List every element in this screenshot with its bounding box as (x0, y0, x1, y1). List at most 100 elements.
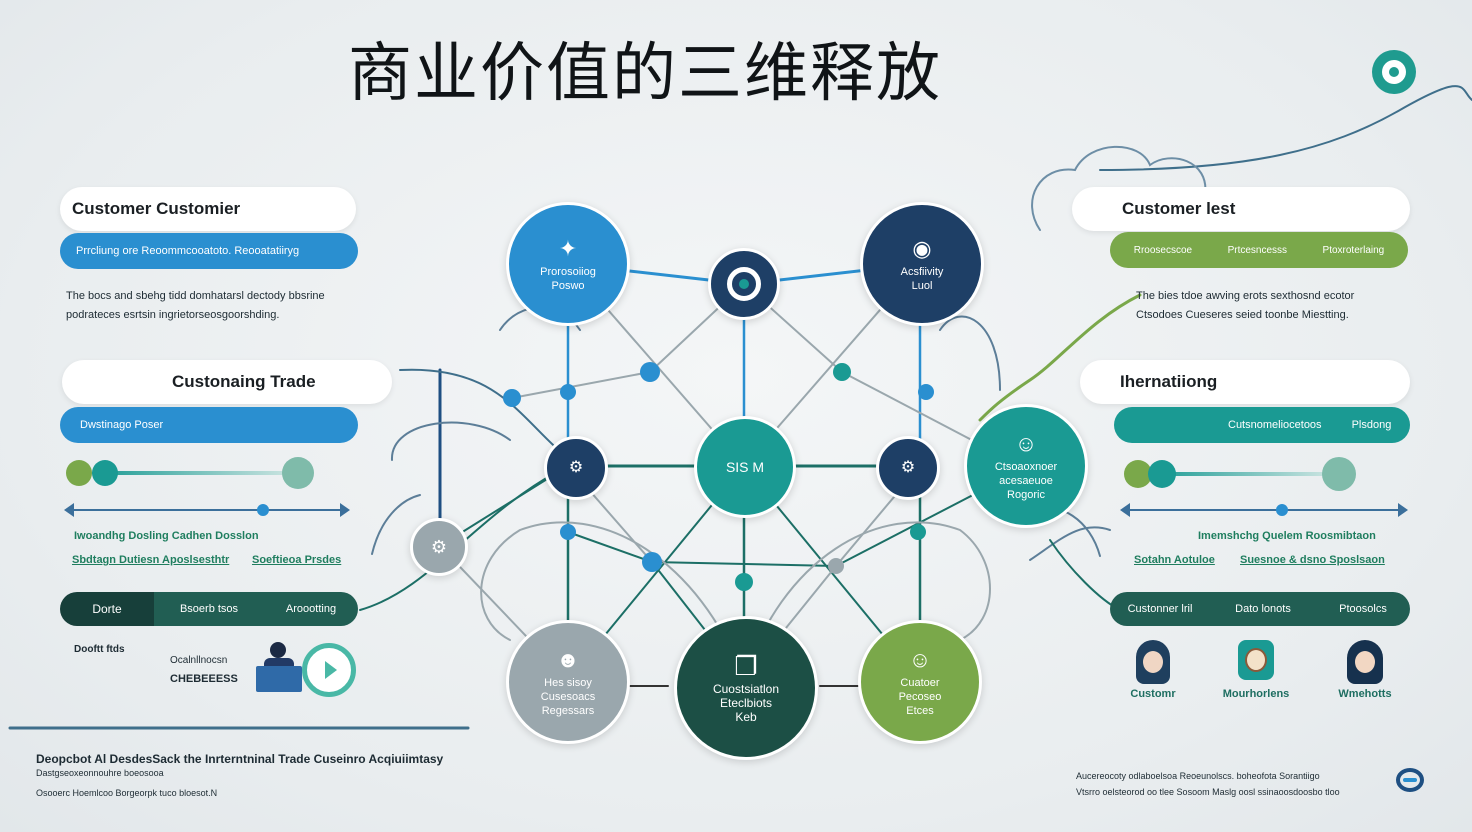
node-top-left[interactable]: ✦ Prorosoiiog Poswo (506, 202, 630, 326)
right-card-title-text: Customer lest (1122, 199, 1236, 218)
right-segment-3[interactable]: Ptoosolcs (1339, 603, 1387, 615)
footer-right-line-1: Aucereocoty odlaboelsoa Reoeunolscs. boh… (1076, 771, 1320, 781)
left-card-pill: Prrcliung ore Reoommcooatoto. Reooatatii… (60, 233, 358, 269)
right-card-title: Customer lest (1072, 187, 1410, 231)
right-card2-pill: Cutsnomeliocetoos Plsdong (1114, 407, 1410, 443)
person-icon: ☺ (1014, 430, 1038, 456)
avatar-customer[interactable]: Customr (1126, 640, 1180, 700)
refresh-icon[interactable] (302, 643, 356, 697)
left-slider-handle[interactable] (282, 457, 314, 489)
node-bottom-left[interactable]: ☻ Hes sisoy Cusesoacs Regessars (506, 620, 630, 744)
node-right-big-line-3: Rogoric (1007, 488, 1045, 501)
right-link-3[interactable]: Suesnoe & dsno Sposlsaon (1240, 554, 1385, 566)
node-bottom-right[interactable]: ☺ Cuatoer Pecoseo Etces (858, 620, 982, 744)
node-bottom-left-line-2: Cusesoacs (540, 690, 596, 703)
left-slider-dot-a[interactable] (66, 460, 92, 486)
left-slider-dot-b[interactable] (92, 460, 118, 486)
person-icon: ☻ (556, 646, 580, 672)
node-right-big-line-1: Ctsoaoxnoer (994, 460, 1058, 473)
left-card2-pill: Dwstinago Poser (60, 407, 358, 443)
right-card-text-line: The bies tdoe awving erots sexthosnd eco… (1136, 290, 1355, 302)
right-slider-dot-a[interactable] (1124, 460, 1152, 488)
left-segment-1[interactable]: Dorte (60, 592, 154, 626)
left-card-text-line: The bocs and sbehg tidd domhatarsl decto… (66, 290, 325, 302)
node-right-big-line-2: acesaeuoe (999, 474, 1053, 487)
right-card-text: The bies tdoe awving erots sexthosnd eco… (1136, 287, 1354, 325)
left-card-pill-text: Prrcliung ore Reoommcooatoto. Reooatatii… (76, 245, 300, 257)
footer-right-line-2: Vtsrro oelsteorod oo tlee Sosoom Maslg o… (1076, 787, 1340, 797)
left-arrow-right-icon (340, 503, 350, 517)
right-link-2[interactable]: Sotahn Aotuloe (1134, 554, 1215, 566)
node-top-right-line-1: Acsfiivity (900, 265, 944, 278)
right-segment-1[interactable]: Custonner lril (1127, 603, 1193, 615)
left-card-text: The bocs and sbehg tidd domhatarsl decto… (66, 287, 325, 325)
node-right-big[interactable]: ☺ Ctsoaoxnoer acesaeuoe Rogoric (964, 404, 1088, 528)
person-head-icon: ◉ (912, 235, 932, 261)
node-bottom-center-line-2: Eteclbiots (719, 695, 773, 710)
footer-left-line-2: Osooerc Hoemlcoo Borgeorpk tuco bloesot.… (36, 788, 218, 798)
avatar-label: Mourhorlens (1222, 688, 1290, 700)
left-segment-2[interactable]: Bsoerb tsos (154, 592, 264, 626)
node-top-right-line-2: Luol (911, 279, 933, 292)
node-bottom-center-line-1: Cuostsiatlon (712, 681, 780, 696)
target-icon[interactable] (1372, 50, 1416, 94)
node-bottom-right-line-3: Etces (906, 704, 934, 717)
left-card-title: Customer Customier (60, 187, 356, 231)
right-slider-dot-b[interactable] (1148, 460, 1176, 488)
avatar-mourhorlens[interactable]: Mourhorlens (1216, 640, 1296, 700)
left-card2-title-text: Custonaing Trade (172, 372, 316, 391)
left-card2-pill-text: Dwstinago Poser (80, 419, 164, 431)
right-card-pill-2: Prtcesncesss (1227, 244, 1288, 256)
node-top-left-line-1: Prorosoiiog (540, 265, 596, 278)
node-left-connector[interactable]: ⚙ (410, 518, 468, 576)
left-link-3[interactable]: Soeftieoa Prsdes (252, 554, 342, 566)
person-icon (1136, 640, 1170, 684)
node-center[interactable]: SIS M (694, 416, 796, 518)
right-link-1[interactable]: Imemshchg Quelem Roosmibtaon (1198, 530, 1376, 542)
right-card-pill-3: Ptoxroterlaing (1322, 244, 1385, 256)
target-icon (727, 267, 761, 301)
right-arrow-right-icon (1398, 503, 1408, 517)
document-stack-icon: ❐ (734, 650, 758, 681)
left-link-2[interactable]: Sbdtagn Dutiesn Aposlsesthtr (72, 554, 230, 566)
left-person-line-1: Ocalnllnocsn (170, 655, 228, 666)
avatar-wmehotts[interactable]: Wmehotts (1334, 640, 1396, 700)
node-bottom-center[interactable]: ❐ Cuostsiatlon Eteclbiots Keb (674, 616, 818, 760)
presenter-icon (256, 642, 302, 694)
left-card-title-text: Customer Customier (72, 199, 241, 218)
left-link-1[interactable]: Iwoandhg Dosling Cadhen Dosslon (74, 530, 259, 542)
logo-icon (1396, 768, 1424, 792)
right-card2-pill-2: Plsdong (1351, 419, 1392, 431)
left-segment-bar: Dorte Bsoerb tsos Aroootting (60, 592, 358, 626)
right-card2-pill-1: Cutsnomeliocetoos (1228, 419, 1322, 431)
person-icon (1238, 640, 1274, 680)
node-mid-right-small[interactable]: ⚙ (876, 436, 940, 500)
gear-icon: ⚙ (568, 459, 584, 476)
diamond-star-icon: ✦ (558, 235, 578, 261)
node-target[interactable] (708, 248, 780, 320)
node-bottom-right-line-2: Pecoseo (898, 690, 942, 703)
node-bottom-center-line-3: Keb (735, 709, 757, 724)
left-segment-3[interactable]: Aroootting (264, 592, 358, 626)
left-card2-title: Custonaing Trade (62, 360, 392, 404)
avatar-label: Wmehotts (1338, 688, 1392, 700)
right-card-pill-1: Rroosecscoe (1133, 244, 1193, 256)
left-person-line-2: CHEBEEESS (170, 673, 238, 685)
right-slider-handle[interactable] (1322, 457, 1356, 491)
right-arrow-left-icon (1120, 503, 1130, 517)
node-bottom-left-line-3: Regessars (541, 704, 595, 717)
node-top-right[interactable]: ◉ Acsfiivity Luol (860, 202, 984, 326)
node-bottom-left-line-1: Hes sisoy (544, 676, 592, 689)
avatar-label: Customr (1130, 688, 1176, 700)
left-slider-track (92, 471, 302, 475)
right-card2-title: Ihernatiiong (1080, 360, 1410, 404)
page-title: 商业价值的三维释放 (348, 37, 942, 111)
node-mid-left-small[interactable]: ⚙ (544, 436, 608, 500)
right-segment-bar: Custonner lril Dato lonots Ptoosolcs (1110, 592, 1410, 626)
right-segment-2[interactable]: Dato lonots (1235, 603, 1291, 615)
person-icon: ☺ (908, 646, 932, 672)
right-card2-title-text: Ihernatiiong (1120, 372, 1218, 391)
node-center-label: SIS M (725, 459, 765, 475)
gear-icon: ⚙ (900, 459, 916, 476)
person-icon (1347, 640, 1383, 684)
